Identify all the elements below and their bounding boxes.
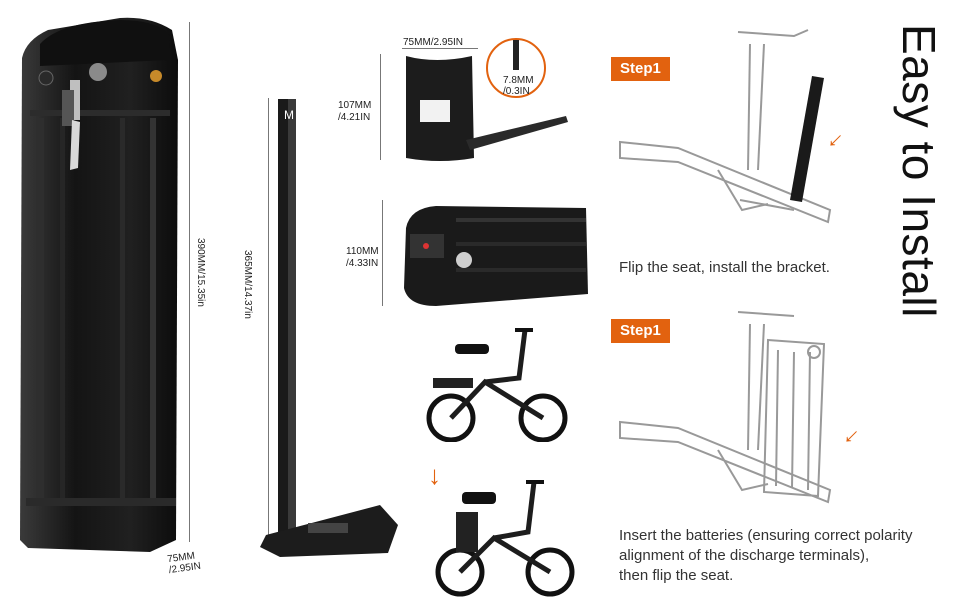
bike-open-illustration <box>435 480 575 597</box>
bike-closed-image <box>415 322 570 443</box>
battery-image <box>0 0 200 600</box>
step1-badge: Step1 <box>611 57 670 81</box>
plate-height-line <box>380 54 381 160</box>
bracket-plate-illustration <box>406 56 568 161</box>
bracket-image: M <box>260 95 400 565</box>
thickness-label-b: /0.3IN <box>503 86 530 97</box>
svg-text:M: M <box>284 108 294 122</box>
step1-frame-illustration <box>619 29 832 224</box>
plate-width-line <box>402 48 478 49</box>
bike-closed-illustration <box>426 328 568 443</box>
bracket-height-line <box>268 98 269 548</box>
thickness-rod <box>513 40 519 70</box>
step2-badge: Step1 <box>611 319 670 343</box>
bracket-plate-image <box>396 50 571 170</box>
end-height-line <box>382 200 383 306</box>
step2-frame-illustration <box>619 311 832 504</box>
step2-caption-line: Insert the batteries (ensuring correct p… <box>619 527 913 544</box>
bike-open-image <box>430 472 580 600</box>
battery-end-image <box>396 198 591 314</box>
end-height-label-a: 110MM <box>346 246 379 257</box>
battery-end-illustration <box>404 206 588 306</box>
battery-width-label: 75MM/2.95IN <box>166 550 202 577</box>
step2-frame-image <box>618 300 848 510</box>
plate-height-label-a: 107MM <box>338 100 372 111</box>
down-arrow-icon: ↓ <box>428 460 441 490</box>
step1-frame-image <box>618 20 848 240</box>
battery-illustration <box>20 17 178 552</box>
battery-height-label: 390MM/15.35in <box>195 238 206 307</box>
page-title: Easy to Install <box>893 24 945 318</box>
thickness-callout <box>486 38 546 98</box>
end-height-label-b: /4.33IN <box>346 258 379 269</box>
thickness-label-a: 7.8MM <box>503 75 534 86</box>
bracket-height-label: 365MM/14.37in <box>242 250 253 319</box>
bracket-illustration: M <box>260 99 398 557</box>
step2-caption-line: alignment of the discharge terminals), <box>619 547 870 564</box>
step1-caption: Flip the seat, install the bracket. <box>619 259 830 276</box>
battery-height-line <box>189 22 190 542</box>
plate-width-label: 75MM/2.95IN <box>403 37 464 48</box>
step2-caption-line: then flip the seat. <box>619 567 734 584</box>
plate-height-label-b: /4.21IN <box>338 112 371 123</box>
step2-caption: Insert the batteries (ensuring correct p… <box>619 526 912 586</box>
